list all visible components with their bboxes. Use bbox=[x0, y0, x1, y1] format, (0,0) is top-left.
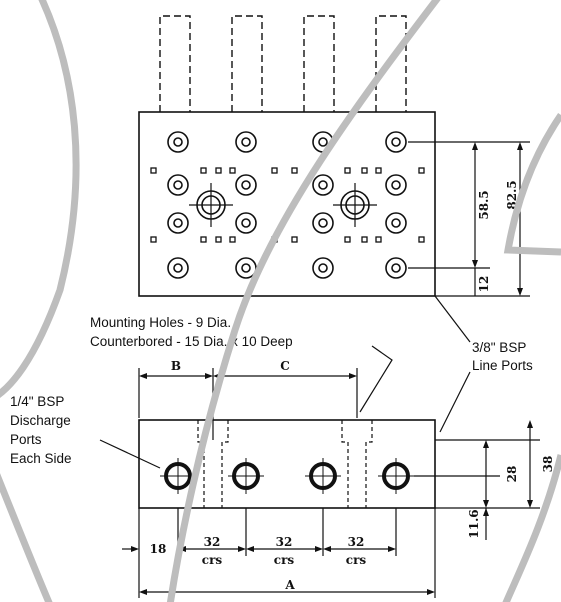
dim-C: C bbox=[280, 359, 290, 373]
dim-38: 38 bbox=[541, 456, 555, 473]
port-grid bbox=[150, 131, 425, 279]
hidden-lines bbox=[197, 420, 373, 508]
dim-18: 18 bbox=[150, 542, 167, 556]
dim-28: 28 bbox=[505, 466, 519, 483]
dim-32-a: 32 bbox=[204, 535, 221, 549]
side-ports bbox=[164, 462, 410, 490]
side-view: B C 28 bbox=[122, 359, 555, 598]
dim-11-6: 11.6 bbox=[467, 509, 481, 538]
dim-32-c: 32 bbox=[348, 535, 365, 549]
discharge-label-3: Ports bbox=[10, 432, 42, 447]
dim-B: B bbox=[171, 359, 181, 373]
dim-82-5: 82.5 bbox=[505, 180, 519, 209]
manifold-block-side bbox=[138, 419, 436, 509]
discharge-label-4: Each Side bbox=[10, 451, 72, 466]
side-port-centerlines bbox=[160, 458, 414, 494]
dim-32-b: 32 bbox=[276, 535, 293, 549]
discharge-label-2: Discharge bbox=[10, 413, 71, 428]
line-ports-label-2: Line Ports bbox=[472, 358, 533, 373]
counterbore-label: Counterbored - 15 Dia. x 10 Deep bbox=[90, 334, 293, 349]
crs-c: crs bbox=[346, 553, 367, 567]
line-ports-leader-top bbox=[434, 295, 471, 343]
mounting-leader bbox=[359, 345, 393, 413]
crs-b: crs bbox=[274, 553, 295, 567]
line-ports-leader-side bbox=[439, 371, 471, 433]
crs-a: crs bbox=[202, 553, 223, 567]
top-view: 58.5 82.5 12 bbox=[138, 15, 530, 297]
top-right-dimensions: 58.5 82.5 12 bbox=[408, 141, 530, 297]
line-ports-label-1: 3/8" BSP bbox=[472, 340, 526, 355]
valve-outlines bbox=[159, 15, 407, 112]
mounting-holes-label: Mounting Holes - 9 Dia. bbox=[90, 315, 231, 330]
dim-A: A bbox=[284, 578, 295, 592]
discharge-leader bbox=[99, 439, 161, 469]
manifold-block-top bbox=[138, 111, 436, 297]
dim-58-5: 58.5 bbox=[477, 190, 491, 219]
discharge-label-1: 1/4" BSP bbox=[10, 394, 64, 409]
dim-12: 12 bbox=[477, 276, 491, 293]
